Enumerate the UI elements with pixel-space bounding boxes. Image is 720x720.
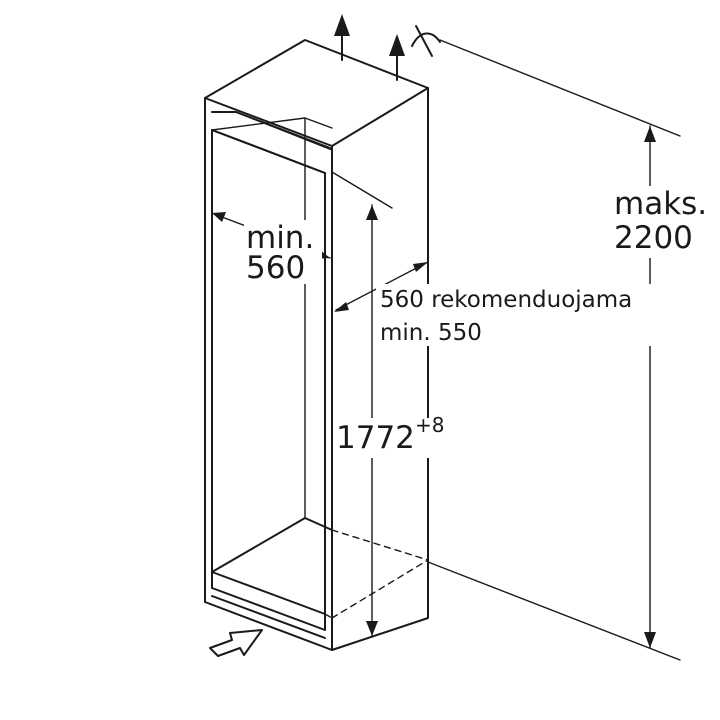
min-width-label-line2: 560 [246, 250, 305, 286]
airflow-inlet-arrow-icon [209, 629, 263, 657]
min-width-label-line1: min. [246, 220, 314, 256]
niche-cabinet [204, 39, 429, 651]
no-cut-mark-icon [411, 25, 441, 57]
height-dimension [331, 171, 393, 637]
height-tolerance-label: +8 [415, 413, 444, 437]
max-height-label-line1: maks. [614, 186, 707, 222]
ventilation-up-arrow-icon [334, 14, 350, 61]
height-label: 1772 [336, 420, 415, 456]
max-height-dimension [427, 39, 716, 661]
ventilation-up-arrow-icon [389, 34, 405, 81]
depth-label-line2: min. 550 [380, 320, 482, 346]
depth-label-line1: 560 rekomenduojama [380, 287, 632, 313]
max-height-label-line2: 2200 [614, 220, 693, 256]
